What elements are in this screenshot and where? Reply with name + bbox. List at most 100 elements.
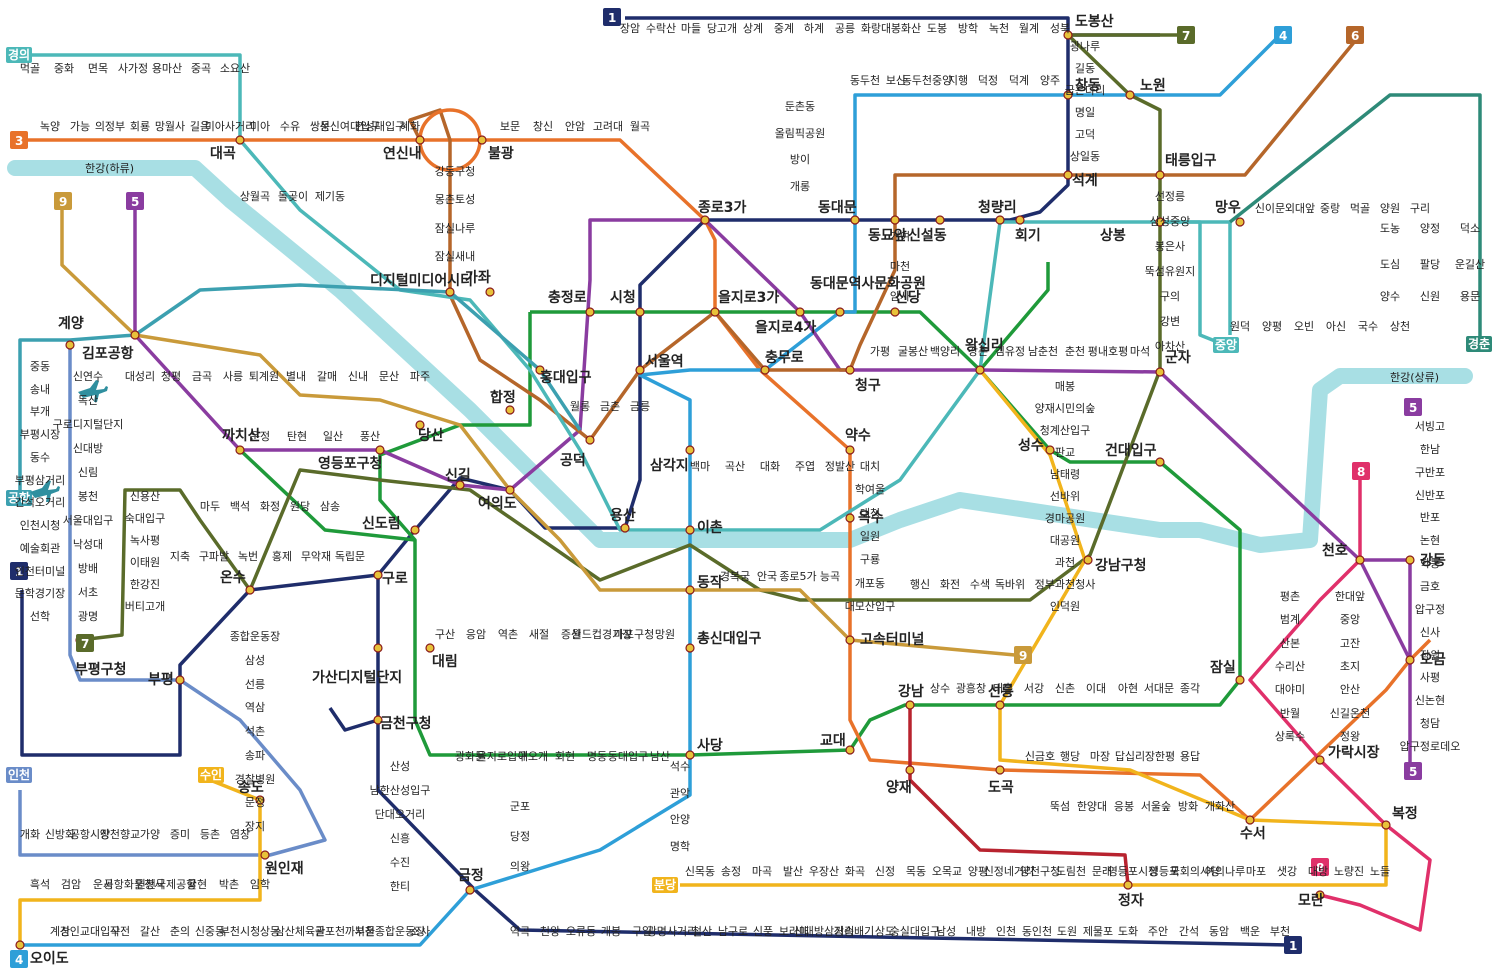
station-label[interactable]: 남산 [650,750,670,763]
station-label[interactable]: 개롱 [790,180,810,193]
station-label[interactable]: 시청 [610,290,636,306]
station-label[interactable]: 일산 [323,429,343,443]
station-label[interactable]: 소사 [410,925,430,938]
station-label[interactable]: 곡산 [725,460,745,473]
station-dot[interactable] [620,523,630,533]
station-label[interactable]: 망우 [1215,199,1241,216]
station-label[interactable]: 답십리 [1115,750,1145,763]
station-label[interactable]: 서울숲 [1141,800,1171,813]
station-label[interactable]: 당산 [418,427,444,444]
station-label[interactable]: 신사 [1420,626,1440,639]
station-label[interactable]: 간석오거리 [15,496,66,509]
station-label[interactable]: 도봉산 [1075,13,1114,30]
station-label[interactable]: 삼산체육관 [275,925,326,938]
station-dot[interactable] [685,445,695,455]
station-label[interactable]: 원당 [290,500,310,513]
station-label[interactable]: 도농 [1380,222,1400,235]
station-dot[interactable] [1123,880,1133,890]
station-label[interactable]: 대곡 [210,146,236,162]
station-label[interactable]: 광명 [78,610,98,623]
station-label[interactable]: 남구로 [718,925,748,938]
station-label[interactable]: 구산 [435,628,455,641]
station-label[interactable]: 청담 [1420,717,1440,730]
station-label[interactable]: 개화산 [1205,800,1235,813]
station-label[interactable]: 파주 [410,370,430,383]
station-label[interactable]: 압구정로데오 [1400,740,1461,753]
station-label[interactable]: 홍제 [272,549,292,563]
station-label[interactable]: 수리산 [1275,660,1305,673]
station-dot[interactable] [1405,555,1415,565]
station-label[interactable]: 수락산 [646,22,676,35]
station-label[interactable]: 고덕 [1075,128,1095,141]
station-label[interactable]: 충정로 [548,289,587,306]
station-label[interactable]: 망원 [655,628,675,641]
station-label[interactable]: 응봉 [1114,800,1134,813]
station-label[interactable]: 구로 [382,571,408,587]
station-label[interactable]: 사평 [1420,671,1440,684]
station-dot[interactable] [1155,170,1165,180]
station-label[interactable]: 화랑대 [861,22,891,35]
station-label[interactable]: 백운 [1240,925,1260,938]
station-label[interactable]: 부평삼거리 [15,474,66,487]
station-label[interactable]: 회기 [1015,228,1041,244]
station-label[interactable]: 사가정 [118,62,148,75]
station-label[interactable]: 길음 [190,120,210,133]
station-label[interactable]: 뚝섬유원지 [1145,265,1196,278]
station-label[interactable]: 명동 [587,750,607,763]
station-label[interactable]: 동대입구 [608,750,648,763]
station-label[interactable]: 동인천 [1022,924,1052,938]
station-label[interactable]: 양주 [1040,74,1060,87]
station-dot[interactable] [65,340,75,350]
station-label[interactable]: 먹골 [1350,202,1370,215]
station-label[interactable]: 선릉 [245,678,265,691]
station-label[interactable]: 굴봉산 [898,345,928,358]
station-label[interactable]: 굽은다리 [1065,84,1105,97]
station-label[interactable]: 흑석 [30,877,50,891]
station-label[interactable]: 방화 [1178,800,1198,813]
station-label[interactable]: 공항시장 [70,828,110,841]
station-label[interactable]: 한대앞 [1335,590,1365,603]
station-label[interactable]: 마곡 [752,865,772,878]
station-label[interactable]: 성신여대입구 [320,120,381,133]
station-dot[interactable] [700,215,710,225]
station-label[interactable]: 한티 [390,880,410,893]
station-label[interactable]: 임학 [250,878,270,891]
station-label[interactable]: 대화 [760,460,780,473]
station-label[interactable]: 염창 [230,828,250,841]
station-label[interactable]: 화곡 [845,865,865,878]
station-label[interactable]: 회룡 [130,120,150,133]
station-label[interactable]: 춘의 [170,925,190,938]
station-label[interactable]: 부평구청 [75,661,127,678]
station-label[interactable]: 소요산 [220,62,250,75]
station-label[interactable]: 이대 [1086,682,1106,695]
station-label[interactable]: 서울대입구 [63,514,114,527]
station-label[interactable]: 상천 [1390,319,1410,333]
station-label[interactable]: 공항화물청사 [104,878,165,891]
station-label[interactable]: 예술회관 [20,542,60,555]
station-dot[interactable] [995,765,1005,775]
station-label[interactable]: 정발산 [825,460,855,473]
station-dot[interactable] [845,745,855,755]
station-label[interactable]: 마천 [890,259,910,273]
station-label[interactable]: 독바위 [995,578,1025,591]
station-label[interactable]: 인천국제공항 [136,877,197,891]
station-label[interactable]: 삼성중앙 [1150,215,1190,228]
station-label[interactable]: 대림 [432,654,458,670]
station-label[interactable]: 남성 [936,925,956,938]
station-dot[interactable] [685,585,695,595]
station-dot[interactable] [1063,30,1073,40]
station-dot[interactable] [1355,555,1365,565]
station-dot[interactable] [1063,90,1073,100]
station-label[interactable]: 계양 [58,316,84,332]
station-dot[interactable] [455,480,465,490]
station-label[interactable]: 판교 [1055,446,1075,459]
station-label[interactable]: 양천향교 [100,827,140,841]
station-dot[interactable] [795,307,805,317]
station-label[interactable]: 탄현 [287,430,307,443]
station-label[interactable]: 구리 [1410,202,1430,215]
station-label[interactable]: 성북 [1050,22,1070,35]
station-dot[interactable] [445,287,455,297]
station-label[interactable]: 반월 [1280,707,1300,720]
station-dot[interactable] [410,525,420,535]
station-label[interactable]: 원인재 [265,860,304,877]
